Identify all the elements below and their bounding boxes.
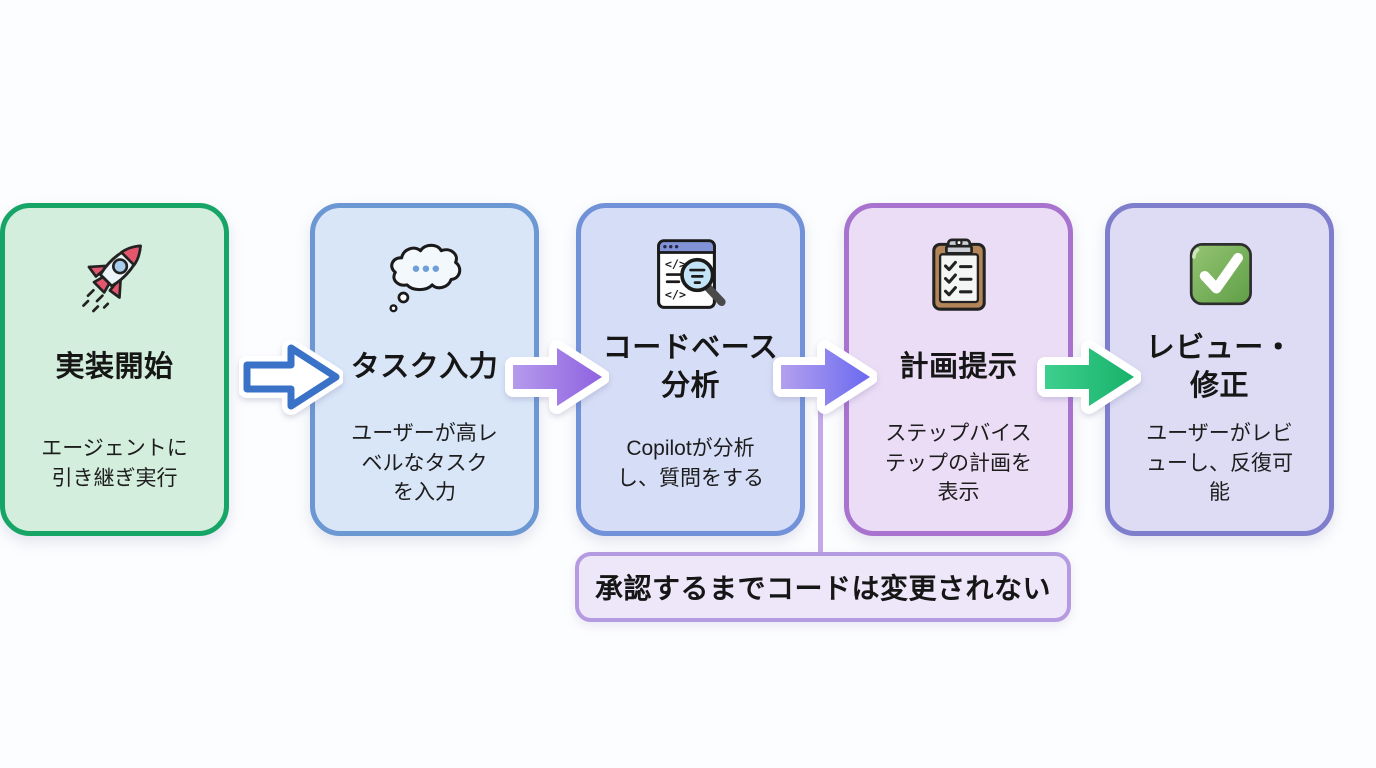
step-card-task-input: タスク入力 ユーザーが高レ ベルなタスク を入力: [310, 203, 539, 536]
code-search-icon: </> </>: [646, 230, 736, 320]
step-card-implementation-start: 実装開始 エージェントに 引き継ぎ実行: [0, 203, 229, 536]
step-title: コードベース 分析: [602, 332, 779, 402]
step-description: Copilotが分析 し、質問をする: [617, 436, 764, 490]
clipboard-checklist-icon: [914, 230, 1004, 320]
step-card-codebase-analysis: </> </> コードベース 分析 Copilotが分析 し、質問をする: [576, 203, 805, 536]
step-title: タスク入力: [350, 351, 499, 384]
arrow-right-icon: [239, 339, 343, 415]
arrow-right-icon: [773, 340, 877, 414]
arrow-right-icon: [505, 340, 609, 414]
approval-note: 承認するまでコードは変更されない: [575, 552, 1071, 622]
connector-line: [818, 404, 823, 556]
step-card-plan-presentation: 計画提示 ステップバイス テップの計画を 表示: [844, 203, 1073, 536]
rocket-icon: [70, 230, 160, 320]
approval-note-text: 承認するまでコードは変更されない: [594, 573, 1051, 604]
step-card-review-revise: レビュー・ 修正 ユーザーがレビ ューし、反復可 能: [1105, 203, 1334, 536]
step-description: エージェントに 引き継ぎ実行: [41, 436, 188, 490]
svg-text:</>: </>: [664, 287, 685, 301]
step-description: ユーザーが高レ ベルなタスク を入力: [351, 421, 498, 505]
svg-text:</>: </>: [664, 257, 685, 271]
step-title: レビュー・ 修正: [1145, 332, 1294, 402]
checkmark-icon: [1175, 230, 1265, 320]
arrow-right-icon: [1037, 340, 1141, 414]
step-title: 実装開始: [55, 351, 174, 384]
thought-bubble-icon: [380, 230, 470, 320]
step-description: ユーザーがレビ ューし、反復可 能: [1146, 421, 1293, 505]
step-title: 計画提示: [899, 351, 1018, 384]
step-description: ステップバイス テップの計画を 表示: [885, 421, 1032, 505]
